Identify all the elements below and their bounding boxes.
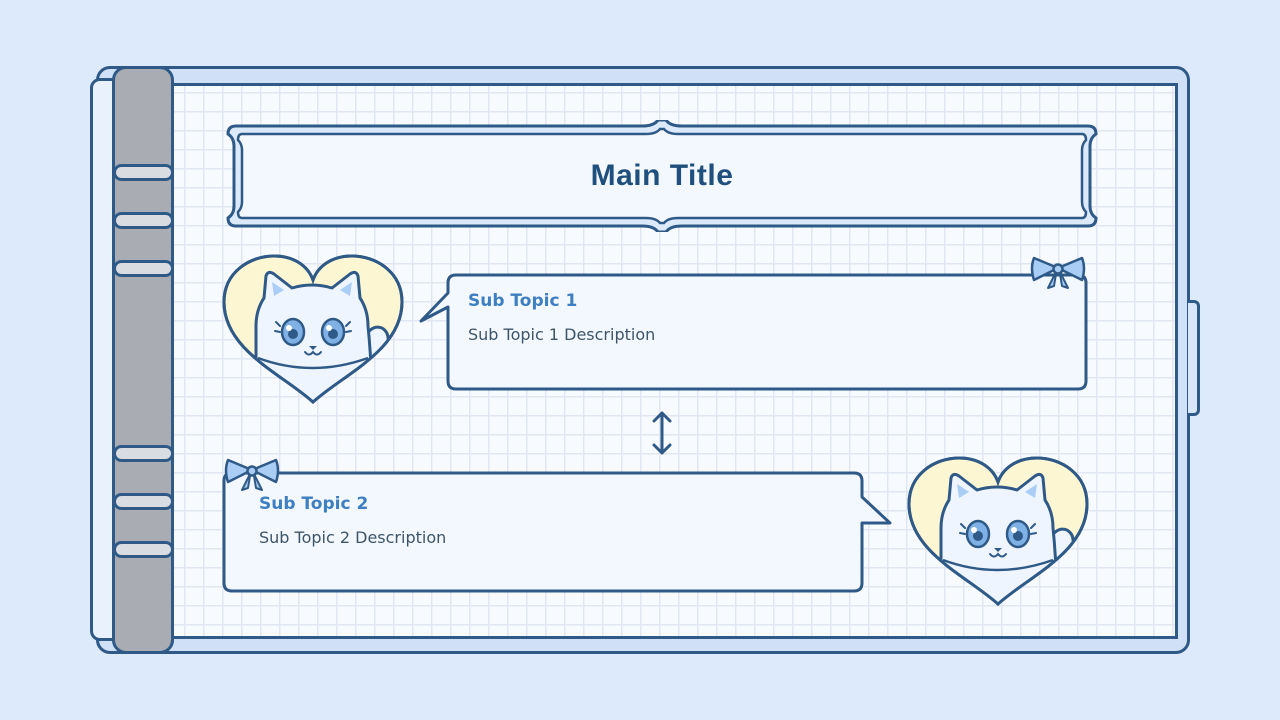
sub-topic-1-description: Sub Topic 1 Description	[468, 325, 656, 344]
notebook-side-tab	[1188, 300, 1200, 416]
main-title: Main Title	[590, 159, 734, 192]
speech-bubble-1	[419, 273, 1088, 391]
bow-ribbon-icon	[1030, 256, 1086, 289]
speech-bubble-2	[222, 471, 892, 593]
binder-ring-icon	[113, 260, 174, 277]
bow-ribbon-icon	[224, 458, 280, 491]
heart-cat-avatar-2	[907, 456, 1089, 607]
sub-topic-1-title: Sub Topic 1	[468, 291, 578, 311]
title-banner-frame	[226, 120, 1098, 232]
binder-ring-icon	[113, 445, 174, 462]
sub-topic-2-description: Sub Topic 2 Description	[259, 528, 447, 547]
binder-ring-icon	[113, 164, 174, 181]
binder-ring-icon	[113, 212, 174, 229]
heart-cat-avatar-1	[222, 254, 404, 405]
vertical-double-arrow-icon	[652, 411, 672, 455]
binder-ring-icon	[113, 493, 174, 510]
notebook-spine	[112, 66, 174, 654]
sub-topic-2-title: Sub Topic 2	[259, 494, 369, 514]
binder-ring-icon	[113, 541, 174, 558]
